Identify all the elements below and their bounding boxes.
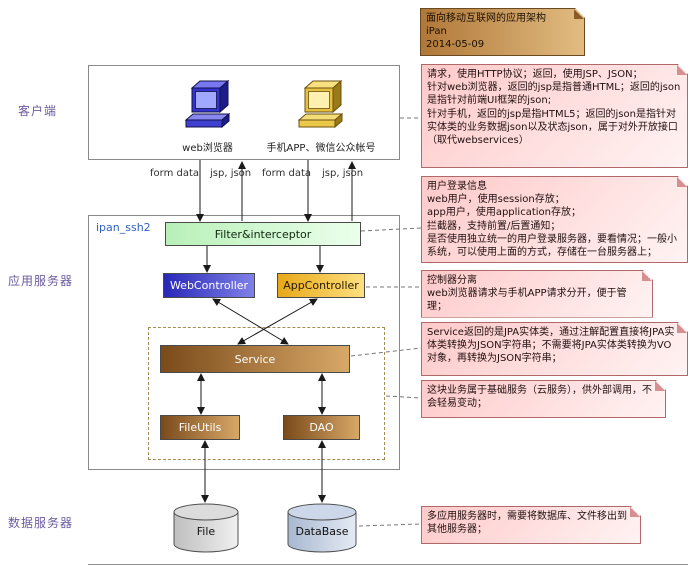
note-controller-text: 控制器分离 web浏览器请求与手机APP请求分开，便于管理； <box>427 275 627 313</box>
node-file-utils[interactable]: FileUtils <box>160 415 240 440</box>
note-http-protocol[interactable]: 请求，使用HTTP协议；返回，使用JSP、JSON； 针对web浏览器，返回的j… <box>421 64 688 168</box>
file-utils-label: FileUtils <box>178 421 222 434</box>
database-label: DataBase <box>295 525 349 538</box>
flow-label-web-response: jsp, json <box>210 168 252 179</box>
tier-label-data-server: 数据服务器 <box>8 516 74 530</box>
node-service[interactable]: Service <box>160 345 350 373</box>
app-controller-label: AppController <box>283 279 359 292</box>
flow-label-mobile-request: form data <box>262 168 312 179</box>
note-login-text: 用户登录信息 web用户，使用session存放； app用户，使用applic… <box>427 181 677 258</box>
file-store-label: File <box>196 525 216 538</box>
web-browser-computer-icon[interactable] <box>184 78 231 138</box>
client-tier-box <box>88 65 400 160</box>
title-line-1: 面向移动互联网的应用架构 <box>426 13 546 24</box>
node-filter-interceptor[interactable]: Filter&interceptor <box>165 222 361 246</box>
title-line-3: 2014-05-09 <box>426 39 485 51</box>
note-title[interactable]: 面向移动互联网的应用架构 iPan 2014-05-09 <box>420 8 585 56</box>
node-dao[interactable]: DAO <box>283 415 360 440</box>
note-multi-server[interactable]: 多应用服务器时，需要将数据库、文件移出到其他服务器； <box>421 506 641 544</box>
bottom-boundary-line <box>88 564 688 565</box>
filter-label: Filter&interceptor <box>214 227 312 241</box>
note-controller-separation[interactable]: 控制器分离 web浏览器请求与手机APP请求分开，便于管理； <box>421 270 653 318</box>
web-controller-label: WebController <box>169 279 249 292</box>
tier-label-app-server: 应用服务器 <box>8 274 74 288</box>
node-app-controller[interactable]: AppController <box>277 273 365 298</box>
note-cloud-text: 这块业务属于基础服务（云服务），供外部调用，不会轻易变动； <box>427 385 652 410</box>
package-label: ipan_ssh2 <box>96 221 151 234</box>
note-service-jpa[interactable]: Service返回的是JPA实体类，通过注解配置直接将JPA实体类转换为JSON… <box>421 322 688 376</box>
note-http-text: 请求，使用HTTP协议；返回，使用JSP、JSON； 针对web浏览器，返回的j… <box>427 69 681 146</box>
dao-label: DAO <box>309 421 334 434</box>
flow-label-mobile-response: jsp, json <box>322 168 364 179</box>
title-line-2: iPan <box>426 26 447 38</box>
node-database[interactable]: DataBase <box>287 503 357 553</box>
note-service-jpa-text: Service返回的是JPA实体类，通过注解配置直接将JPA实体类转换为JSON… <box>427 327 675 365</box>
node-file-store[interactable]: File <box>173 503 239 553</box>
mobile-app-computer-icon[interactable] <box>297 78 344 138</box>
link-note-multi-server <box>358 523 422 527</box>
mobile-app-label: 手机APP、微信公众帐号 <box>266 143 376 154</box>
note-multi-server-text: 多应用服务器时，需要将数据库、文件移出到其他服务器； <box>427 511 627 536</box>
tier-label-client: 客户端 <box>18 104 58 118</box>
node-web-controller[interactable]: WebController <box>163 273 255 298</box>
note-cloud-service[interactable]: 这块业务属于基础服务（云服务），供外部调用，不会轻易变动； <box>421 380 666 418</box>
note-user-login[interactable]: 用户登录信息 web用户，使用session存放； app用户，使用applic… <box>421 176 688 263</box>
service-label: Service <box>234 352 276 366</box>
web-browser-label: web浏览器 <box>182 143 233 154</box>
flow-label-web-request: form data <box>150 168 200 179</box>
